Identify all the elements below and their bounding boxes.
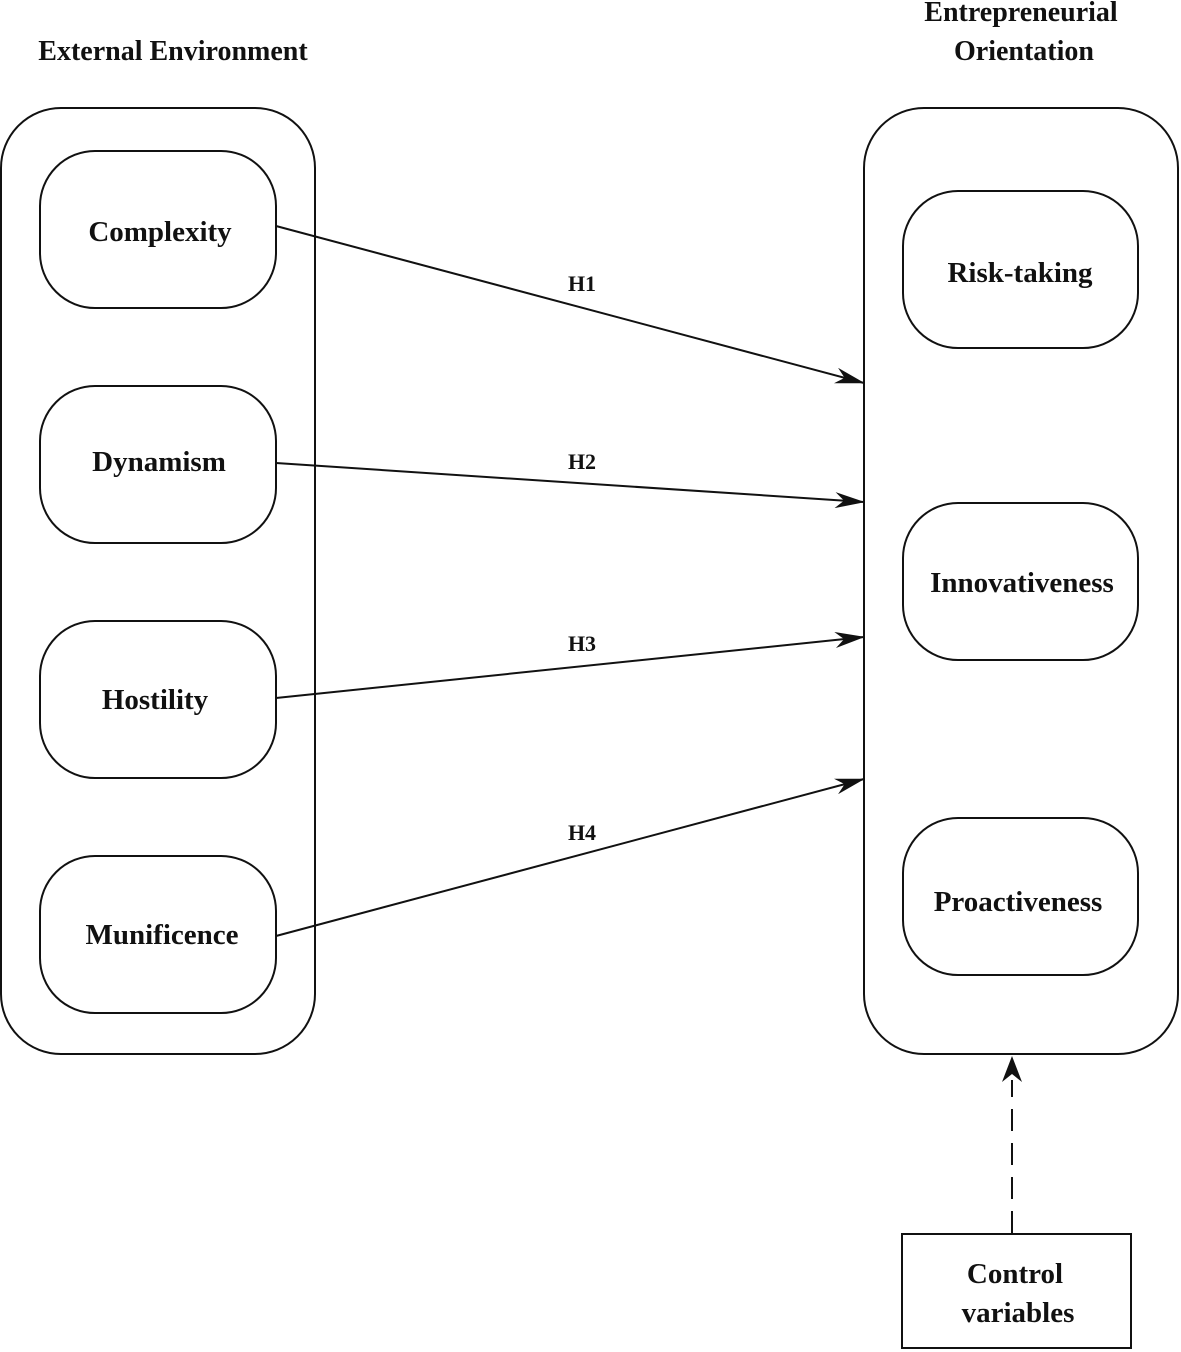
entrepreneurial-orientation-heading-line2: Orientation	[954, 36, 1094, 67]
node-risk-taking: Risk-taking	[902, 190, 1139, 349]
control-variables-label-line2: variables	[962, 1297, 1075, 1329]
node-risk-taking-label: Risk-taking	[947, 257, 1093, 289]
control-variables-box: Control variables	[901, 1233, 1132, 1349]
node-dynamism: Dynamism	[39, 385, 277, 544]
node-proactiveness-label: Proactiveness	[934, 886, 1103, 918]
node-proactiveness: Proactiveness	[902, 817, 1139, 976]
control-variables-label-line1: Control	[967, 1258, 1063, 1290]
node-hostility: Hostility	[39, 620, 277, 779]
node-munificence-label: Munificence	[85, 919, 238, 951]
node-innovativeness: Innovativeness	[902, 502, 1139, 661]
node-hostility-label: Hostility	[102, 684, 209, 716]
node-complexity: Complexity	[39, 150, 277, 309]
arrow-h1	[275, 225, 865, 384]
arrow-h4	[275, 778, 865, 937]
label-h1: H1	[568, 271, 596, 296]
arrow-h2	[275, 462, 865, 509]
external-environment-heading: External Environment	[38, 36, 308, 67]
arrow-control-head	[1002, 1056, 1022, 1082]
label-h3: H3	[568, 631, 596, 656]
external-environment-group	[0, 107, 316, 1055]
label-h2: H2	[568, 449, 596, 474]
node-dynamism-label: Dynamism	[92, 446, 226, 478]
node-munificence: Munificence	[39, 855, 277, 1014]
node-innovativeness-label: Innovativeness	[930, 567, 1114, 599]
label-h4: H4	[568, 820, 596, 845]
arrow-h3	[275, 632, 865, 699]
node-complexity-label: Complexity	[88, 216, 232, 248]
entrepreneurial-orientation-heading-line1: Entrepreneurial	[924, 0, 1118, 28]
